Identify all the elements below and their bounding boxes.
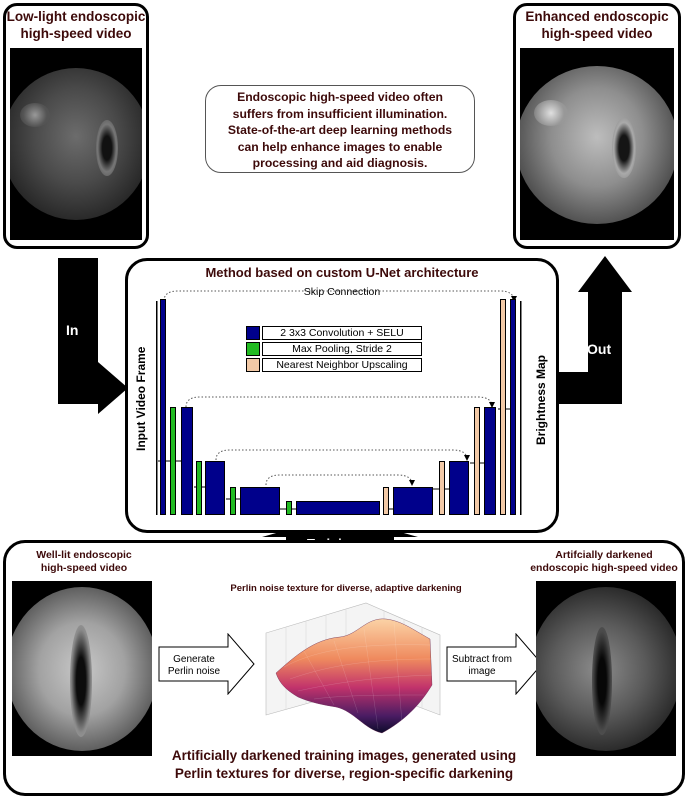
well-lit-line2: high-speed video [40,562,128,574]
upscale-block-3 [474,407,480,515]
legend-upscale: Nearest Neighbor Upscaling [246,357,422,373]
upscale-block-4 [500,299,506,515]
pool-block-1 [170,407,176,515]
upscale-block-2 [439,461,445,515]
training-summary: Artificially darkened training images, g… [6,747,682,783]
in-arrow-shape [58,258,128,414]
legend-pool-swatch [246,342,260,356]
generate-arrow [158,633,255,695]
skip-connection-label: Skip Connection [303,286,381,298]
legend-upscale-label: Nearest Neighbor Upscaling [262,358,422,372]
low-light-video-panel: Low-light endoscopic high-speed video [3,3,149,249]
output-bar [520,301,522,515]
surface-mesh [283,622,433,730]
conv-block-1 [160,299,166,515]
callout-line1: Endoscopic high-speed video often [237,90,443,104]
generate-label: Generate Perlin noise [158,654,230,678]
skip-connection-1 [163,290,517,302]
legend-upscale-swatch [246,358,260,372]
subtract-arrow [446,633,543,695]
well-lit-caption: Well-lit endoscopic high-speed video [14,549,154,575]
conv-block-3 [205,461,225,515]
in-label: In [66,322,79,338]
perlin-title: Perlin noise texture for diverse, adapti… [230,583,462,594]
problem-description-callout: Endoscopic high-speed video often suffer… [205,85,475,173]
well-lit-endoscopic-image [12,581,152,756]
skip-connection-2 [185,396,495,408]
input-bar [156,301,158,515]
conv-block-5 [296,501,380,515]
method-title: Method based on custom U-Net architectur… [205,265,479,280]
darkened-endoscopic-image [536,581,676,756]
conv-block-6 [393,487,433,515]
low-light-title: Low-light endoscopic high-speed video [6,8,146,42]
legend: 2 3x3 Convolution + SELU Max Pooling, St… [246,325,422,373]
conv-block-2 [181,407,193,515]
callout-line4: can help enhance images to enable [237,139,443,154]
subtract-line1: Subtract from [451,654,513,665]
callout-line2: suffers from insufficient illumination. [232,106,448,121]
upscale-block-1 [383,487,389,515]
conv-block-9 [510,299,516,515]
well-lit-line1: Well-lit endoscopic [36,549,132,561]
perlin-surface [275,618,433,734]
darkened-line2: endoscopic high-speed video [530,562,678,574]
enhanced-title-line1: Enhanced endoscopic [525,9,669,24]
generate-line1: Generate [173,654,215,665]
low-light-title-line1: Low-light endoscopic [6,9,146,24]
training-summary-line1: Artificially darkened training images, g… [171,748,517,763]
skip-connection-3 [215,449,470,461]
conv-block-7 [449,461,469,515]
callout-line5: processing and aid diagnosis. [252,156,428,170]
low-light-endoscopic-image [10,48,142,240]
conv-block-4 [240,487,280,515]
pool-block-2 [196,461,202,515]
legend-conv-label: 2 3x3 Convolution + SELU [262,326,422,340]
legend-conv-swatch [246,326,260,340]
low-light-title-line2: high-speed video [20,26,132,41]
training-summary-line2: Perlin textures for diverse, region-spec… [174,766,514,781]
legend-pool-label: Max Pooling, Stride 2 [262,342,422,356]
enhanced-title-line2: high-speed video [541,26,653,41]
enhanced-endoscopic-image [520,48,674,240]
training-panel: Well-lit endoscopic high-speed video Per… [3,540,685,796]
out-arrow-shape [556,256,632,404]
legend-pool: Max Pooling, Stride 2 [246,341,422,357]
out-label: Out [587,341,612,357]
pool-block-3 [230,487,236,515]
darkened-caption: Artifcially darkened endoscopic high-spe… [526,549,682,575]
callout-line3: State-of-the-art deep learning methods [227,123,453,137]
conv-block-8 [484,407,496,515]
skip-connection-4 [265,474,415,486]
darkened-line1: Artifcially darkened [555,549,653,561]
method-panel: Method based on custom U-Net architectur… [125,258,559,533]
pool-block-4 [286,501,292,515]
subtract-line2: image [468,666,496,677]
enhanced-title: Enhanced endoscopic high-speed video [516,8,678,42]
enhanced-video-panel: Enhanced endoscopic high-speed video [513,3,681,249]
perlin-surface-plot [265,602,441,734]
subtract-label: Subtract from image [446,654,518,678]
legend-conv: 2 3x3 Convolution + SELU [246,325,422,341]
generate-line2: Perlin noise [167,666,221,677]
